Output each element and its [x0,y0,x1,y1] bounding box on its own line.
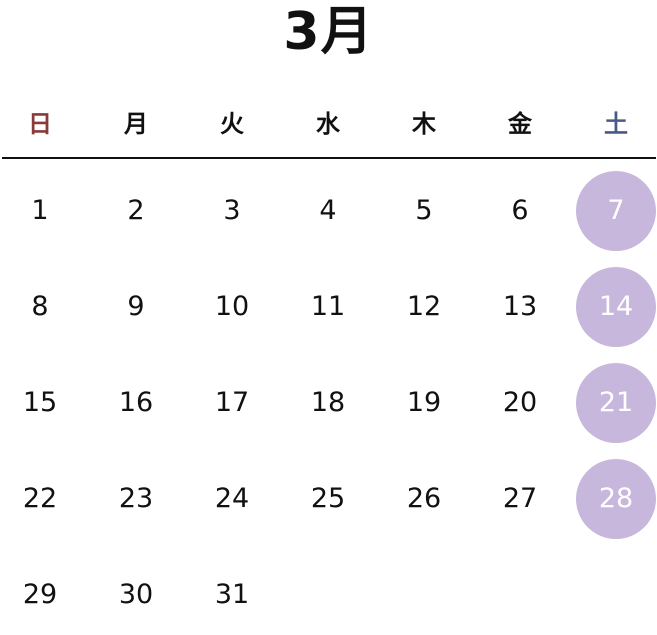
day-cell[interactable]: 2 [127,195,145,226]
day-cell[interactable]: 22 [22,483,58,514]
day-cell[interactable]: 5 [415,195,433,226]
day-cell-highlighted[interactable]: 14 [576,267,656,347]
day-cell[interactable]: 8 [31,291,49,322]
day-cell[interactable]: 20 [502,387,538,418]
day-cell[interactable]: 1 [31,195,49,226]
day-cell[interactable]: 24 [214,483,250,514]
day-cell[interactable]: 6 [511,195,529,226]
day-cell[interactable]: 23 [118,483,154,514]
day-cell[interactable]: 25 [310,483,346,514]
day-cell[interactable]: 31 [214,579,250,610]
day-cell[interactable]: 10 [214,291,250,322]
day-cell-highlighted[interactable]: 28 [576,459,656,539]
weekday-sunday: 日 [28,110,52,138]
month-title: 3月 [283,2,374,62]
weekday-header-row: 日 月 火 水 木 金 土 [0,104,657,144]
weekday-wednesday: 水 [316,110,340,138]
day-cell[interactable]: 30 [118,579,154,610]
day-cell[interactable]: 18 [310,387,346,418]
day-cell[interactable]: 27 [502,483,538,514]
weekday-saturday: 土 [604,110,628,138]
day-cell[interactable]: 15 [22,387,58,418]
day-cell[interactable]: 16 [118,387,154,418]
day-cell[interactable]: 19 [406,387,442,418]
weekday-thursday: 木 [412,110,436,138]
day-cell[interactable]: 12 [406,291,442,322]
day-cell[interactable]: 13 [502,291,538,322]
day-cell[interactable]: 3 [223,195,241,226]
day-cell[interactable]: 17 [214,387,250,418]
day-cell-highlighted[interactable]: 21 [576,363,656,443]
day-cell[interactable]: 9 [127,291,145,322]
day-cell[interactable]: 29 [22,579,58,610]
day-cell[interactable]: 4 [319,195,337,226]
weekday-tuesday: 火 [220,110,244,138]
header-divider [2,157,656,159]
weekday-friday: 金 [508,110,532,138]
weekday-monday: 月 [124,110,148,138]
day-cell[interactable]: 26 [406,483,442,514]
day-cell[interactable]: 11 [310,291,346,322]
day-cell-highlighted[interactable]: 7 [576,171,656,251]
